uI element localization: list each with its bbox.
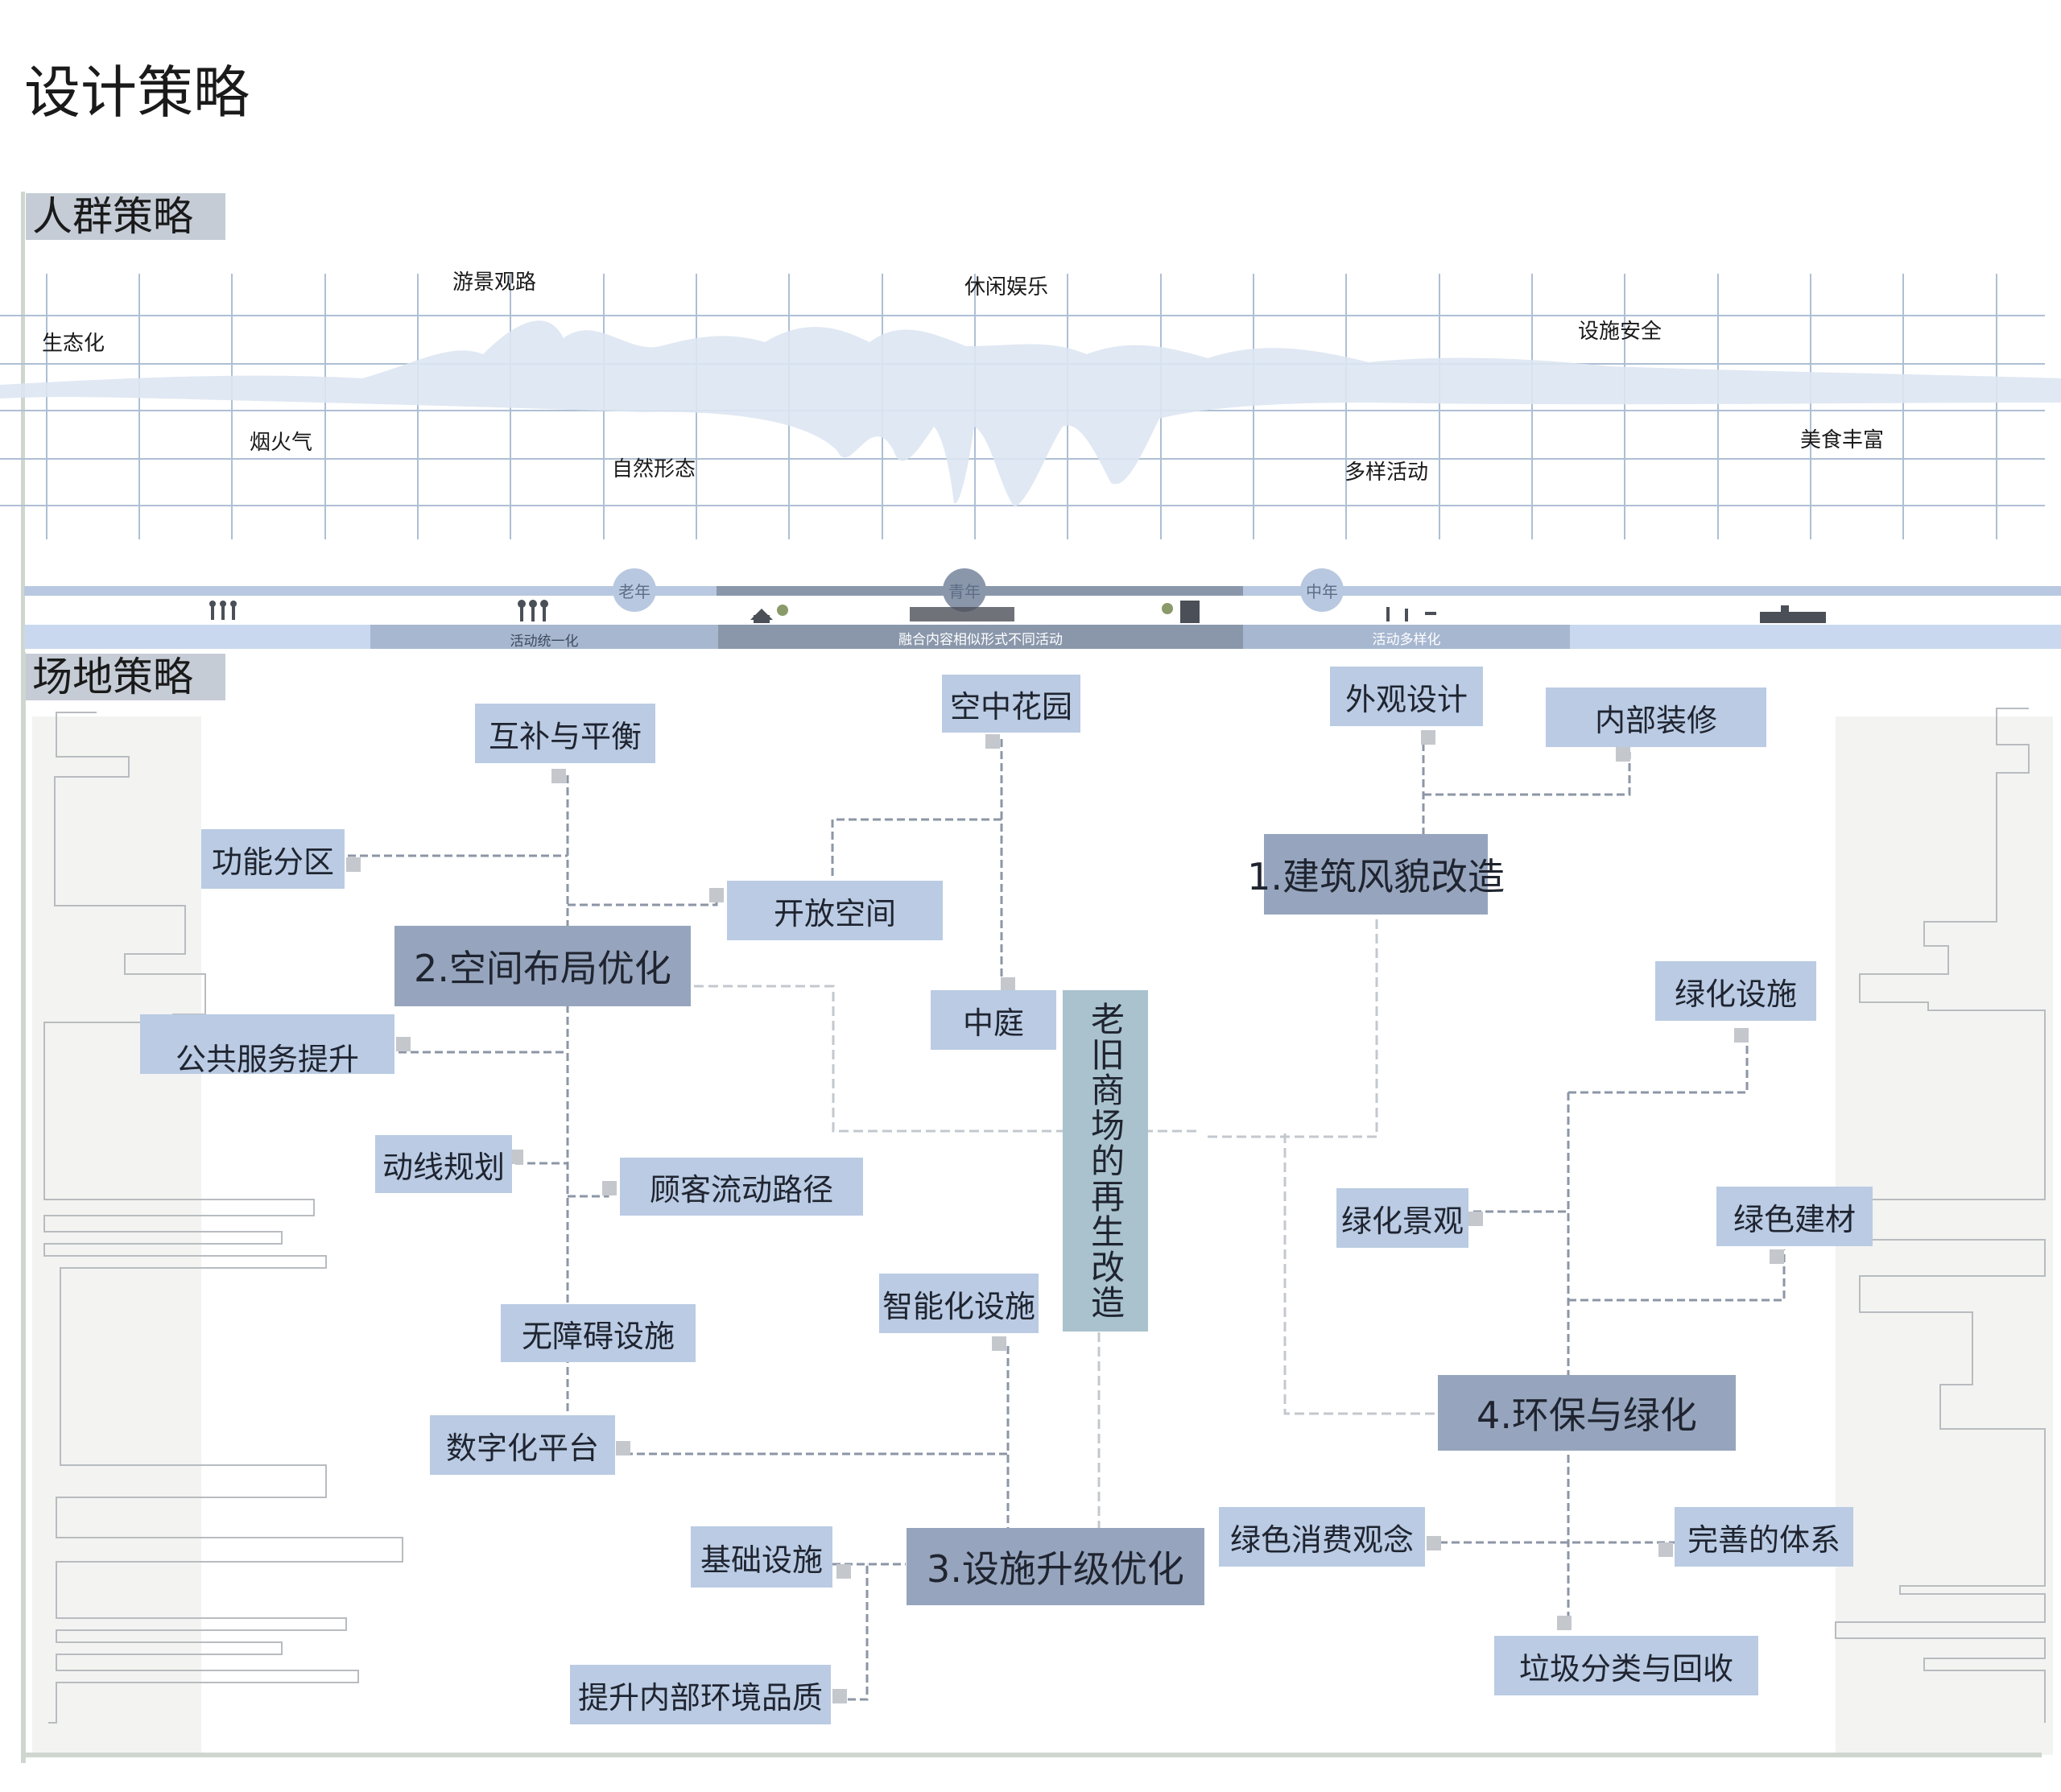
age-circle-youth <box>943 568 986 612</box>
age-label-elderly: 老年 <box>618 581 651 601</box>
left-panel <box>32 716 201 1755</box>
node-public-service: 公共服务提升 <box>140 1014 394 1077</box>
pictograms <box>209 600 1826 623</box>
node-green-materials: 绿色建材 <box>1716 1187 1873 1246</box>
main-node-architecture: 1.建筑风貌改造 <box>1247 834 1505 915</box>
node-interior-quality: 提升内部环境品质 <box>570 1665 831 1724</box>
left-outline <box>43 712 403 1724</box>
people-group-1-icon <box>209 601 237 620</box>
keyword-natural-form: 自然形态 <box>612 457 696 481</box>
node-greening-facilities: 绿化设施 <box>1655 961 1816 1021</box>
people-group-2-icon <box>518 600 548 621</box>
band-label-diverse: 活动多样化 <box>1372 632 1441 648</box>
sports-people-icon <box>1386 607 1436 621</box>
crowd-strategy-header: 人群策略 <box>26 193 225 240</box>
node-smart-facilities: 智能化设施 <box>879 1274 1039 1333</box>
node-open-space: 开放空间 <box>727 881 943 940</box>
band-youth <box>718 625 1243 649</box>
center-topic-box: 老旧商场的再生改造 <box>1063 990 1148 1332</box>
age-circle-middle <box>1300 568 1344 612</box>
right-outline <box>1835 708 2046 1723</box>
keyword-diverse-activities: 多样活动 <box>1344 460 1429 485</box>
node-digital-platform: 数字化平台 <box>430 1415 615 1475</box>
node-circulation: 动线规划 <box>375 1135 512 1193</box>
age-label-youth: 青年 <box>948 581 981 601</box>
band-elderly <box>370 625 718 649</box>
connector-markers <box>346 730 1784 1703</box>
keyword-scenic-path: 游景观路 <box>452 270 537 295</box>
node-infrastructure: 基础设施 <box>691 1526 832 1588</box>
age-label-middle: 中年 <box>1306 581 1338 601</box>
tree-building-icon <box>1162 601 1200 623</box>
node-atrium: 中庭 <box>931 990 1056 1050</box>
node-waste-sorting: 垃圾分类与回收 <box>1494 1636 1758 1695</box>
keyword-ecological: 生态化 <box>42 332 105 356</box>
node-accessibility: 无障碍设施 <box>501 1304 696 1362</box>
main-node-eco: 4.环保与绿化 <box>1438 1375 1736 1451</box>
node-interior-finish: 内部装修 <box>1546 687 1766 747</box>
main-node-layout: 2.空间布局优化 <box>394 926 691 1006</box>
city-silhouette <box>0 320 2061 507</box>
node-sky-garden: 空中花园 <box>942 675 1080 733</box>
band-label-unified: 活动统一化 <box>510 634 579 650</box>
node-functional-zoning: 功能分区 <box>201 829 345 889</box>
node-customer-flow: 顾客流动路径 <box>620 1158 863 1216</box>
section-frame-bottom <box>21 1753 2042 1757</box>
site-strategy-graphic <box>21 652 2053 1763</box>
crowd-icon <box>910 607 1014 621</box>
keyword-liveliness: 烟火气 <box>250 431 313 455</box>
node-green-consumption: 绿色消费观念 <box>1219 1507 1425 1567</box>
node-complement-balance: 互补与平衡 <box>475 704 655 763</box>
age-timeline <box>24 568 2061 649</box>
section-frame-left <box>21 192 25 654</box>
house-tree-icon <box>750 605 788 623</box>
keyword-leisure: 休闲娱乐 <box>964 275 1049 299</box>
node-green-landscape: 绿化景观 <box>1336 1188 1468 1248</box>
vehicles-icon <box>1760 605 1826 623</box>
keyword-rich-food: 美食丰富 <box>1800 428 1885 452</box>
band-label-blended: 融合内容相似形式不同活动 <box>898 632 1063 648</box>
keyword-facility-safety: 设施安全 <box>1578 320 1662 344</box>
crowd-strategy-graphic <box>0 192 2061 654</box>
age-circle-elderly <box>613 568 656 612</box>
band-middle <box>1243 625 1570 649</box>
main-node-facilities: 3.设施升级优化 <box>907 1528 1204 1605</box>
page-title: 设计策略 <box>24 60 250 126</box>
node-exterior-design: 外观设计 <box>1330 667 1483 726</box>
site-strategy-header: 场地策略 <box>26 654 225 700</box>
section-frame-left <box>21 652 26 1763</box>
node-complete-system: 完善的体系 <box>1675 1507 1853 1567</box>
